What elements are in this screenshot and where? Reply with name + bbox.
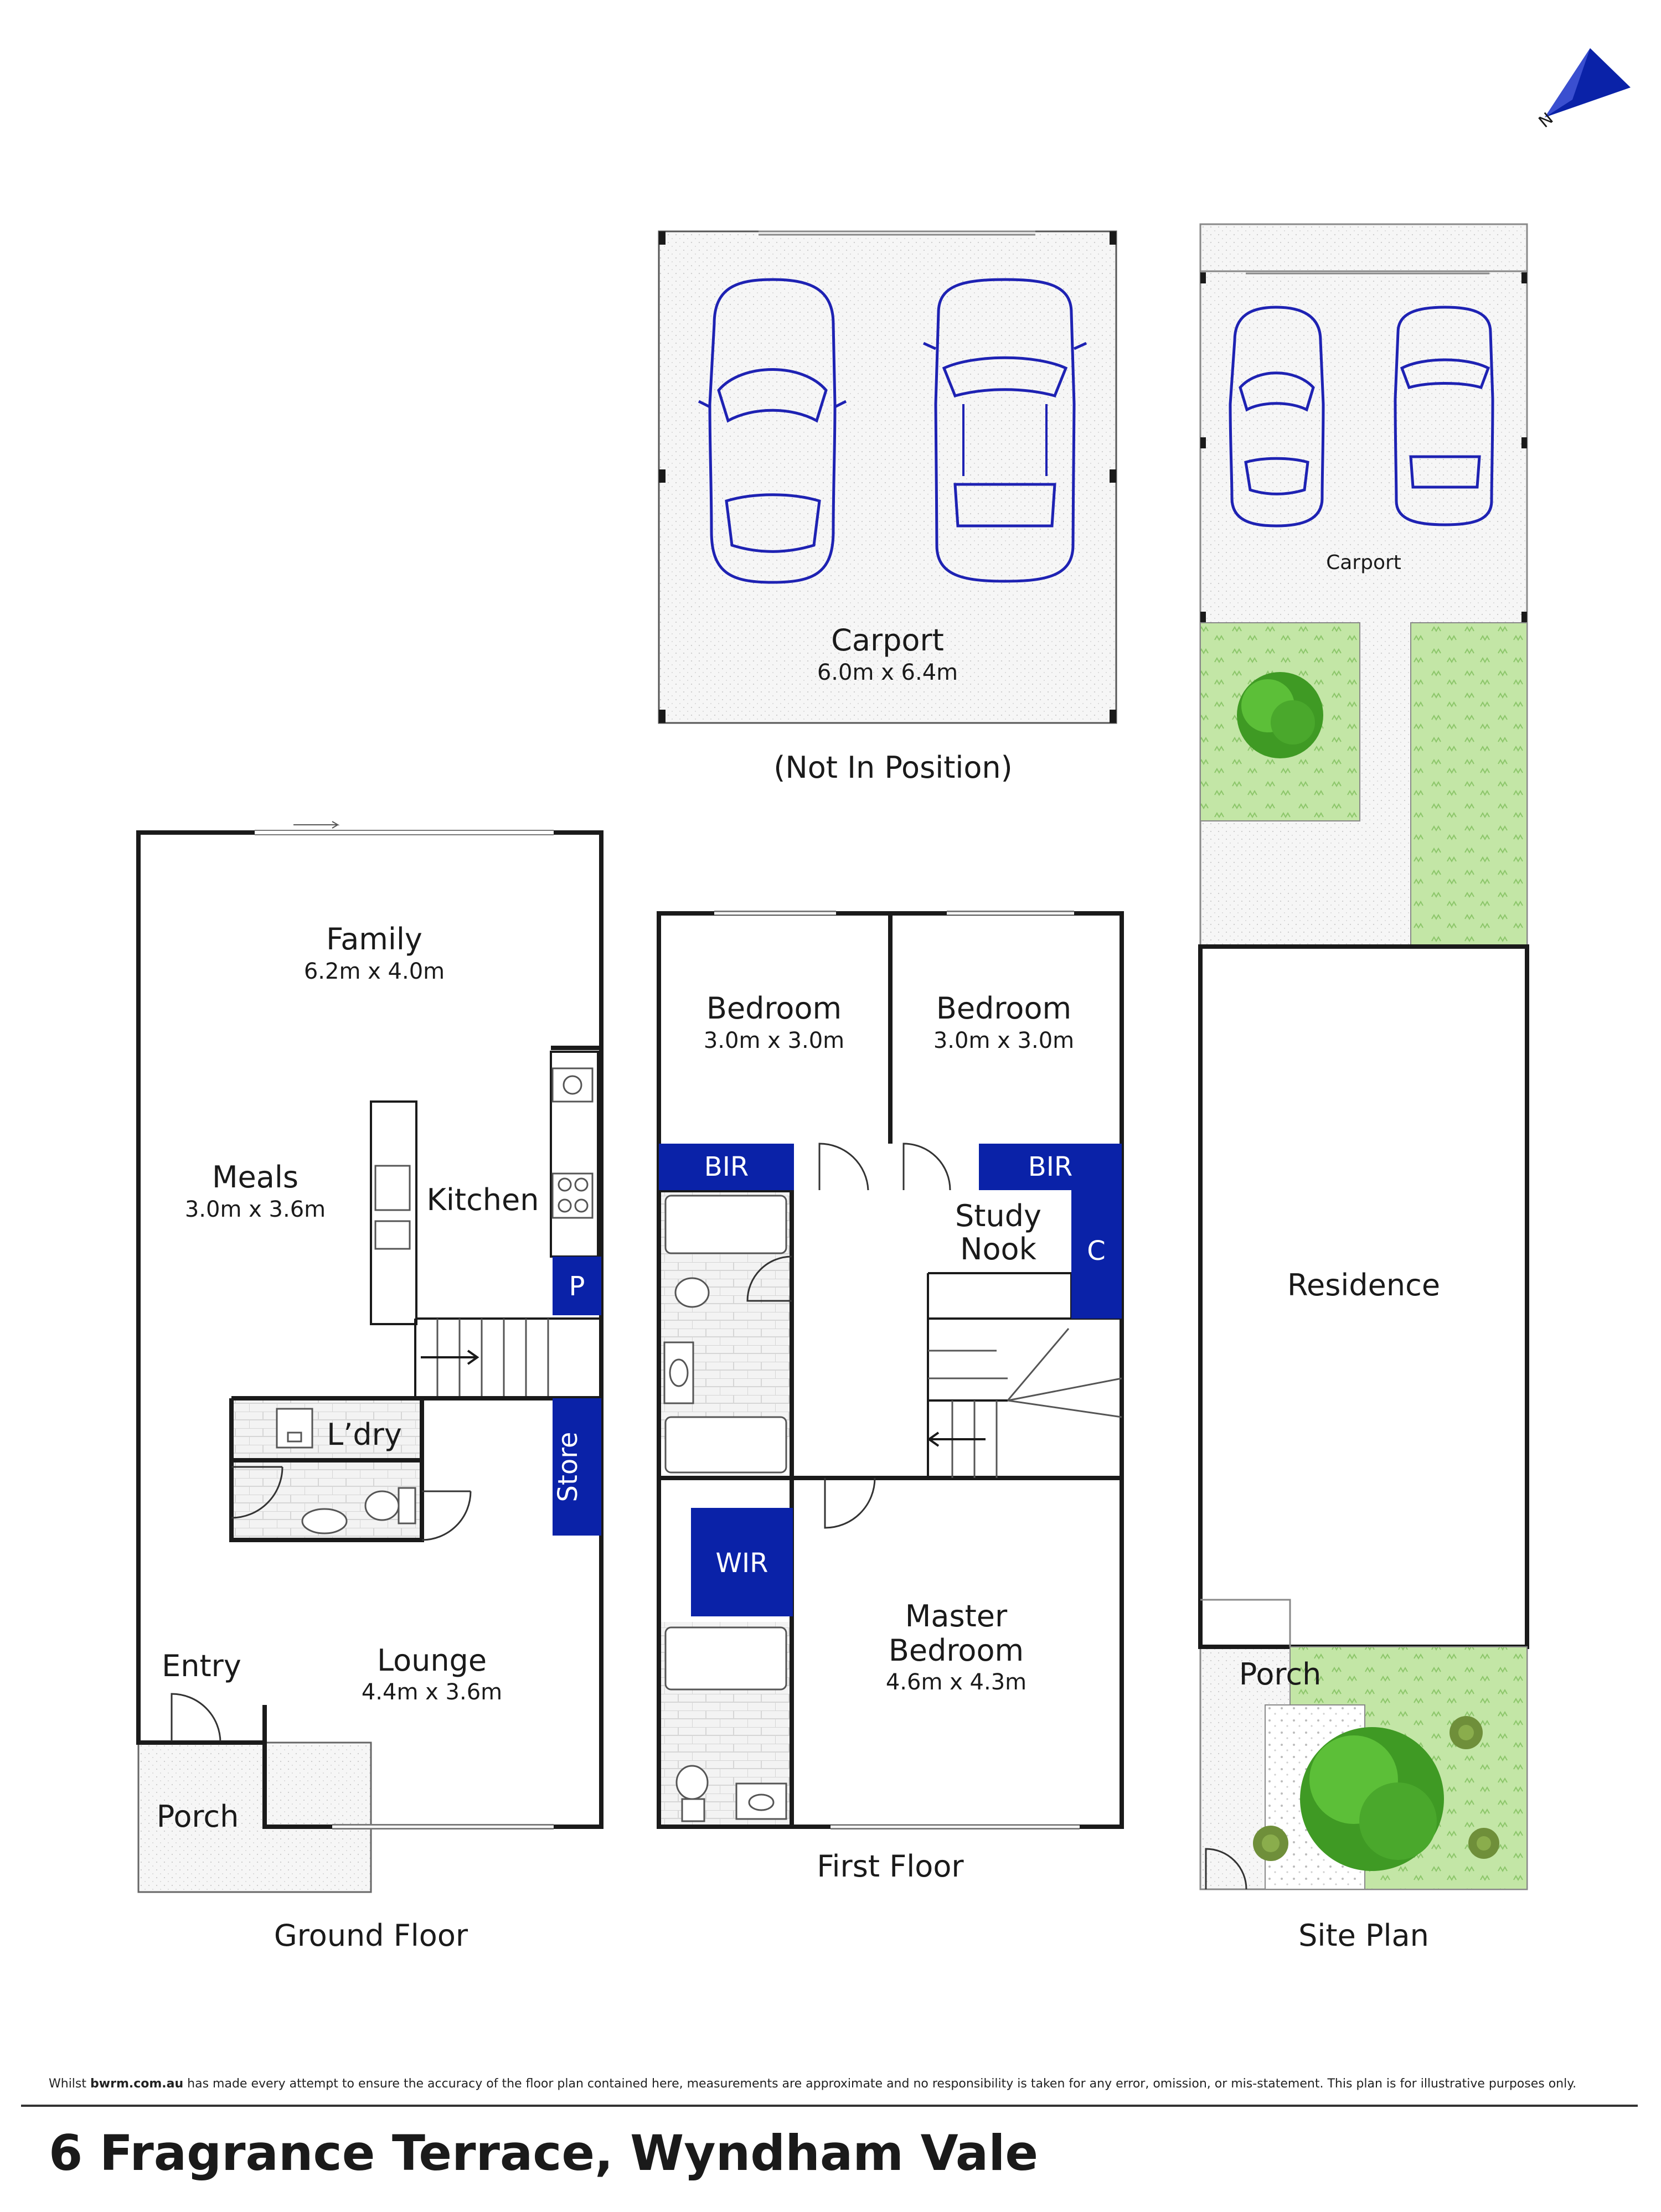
store-cupboard bbox=[553, 1398, 601, 1536]
bedroom-right-name: Bedroom bbox=[936, 991, 1071, 1026]
disclaimer-text: Whilst bwrm.com.au has made every attemp… bbox=[49, 2077, 1632, 2091]
porch-paving bbox=[137, 1741, 372, 1893]
site-plan-title: Site Plan bbox=[1298, 1918, 1429, 1953]
north-arrow-icon: N bbox=[1535, 48, 1631, 132]
site-carport-label: Carport bbox=[1326, 551, 1401, 574]
pantry-label: P bbox=[569, 1271, 585, 1302]
kitchen-name: Kitchen bbox=[427, 1182, 539, 1217]
lounge-dims: 4.4m x 3.6m bbox=[362, 1679, 502, 1705]
bir-left-cupboard bbox=[659, 1144, 794, 1190]
entry-name: Entry bbox=[162, 1648, 241, 1683]
bir-left-label: BIR bbox=[704, 1151, 749, 1182]
wir-label: WIR bbox=[716, 1548, 768, 1579]
carport-dims: 6.0m x 6.4m bbox=[817, 660, 958, 685]
pantry-cupboard bbox=[553, 1257, 601, 1315]
first-floor-plan: BIR BIR C WIR Bedroom 3.0m x 3. bbox=[657, 911, 1124, 1829]
master-bedroom-line1: Master bbox=[905, 1599, 1008, 1634]
wir-cupboard bbox=[691, 1508, 793, 1616]
disclaimer-brand-link[interactable]: bwrm.com.au bbox=[90, 2077, 184, 2091]
cupboard-label: C bbox=[1087, 1236, 1106, 1267]
family-dims: 6.2m x 4.0m bbox=[304, 959, 445, 984]
property-address: 6 Fragrance Terrace, Wyndham Vale bbox=[49, 2125, 1039, 2182]
bir-right-cupboard bbox=[979, 1144, 1122, 1190]
tree-icon bbox=[1300, 1727, 1444, 1871]
carport-name: Carport bbox=[831, 623, 944, 658]
ground-floor-plan: P Store Family 6.2m x 4.0m Meals bbox=[136, 821, 603, 1893]
laundry-name: L’dry bbox=[327, 1417, 402, 1452]
disclaimer-body: has made every attempt to ensure the acc… bbox=[187, 2077, 1577, 2091]
carport-block: Carport 6.0m x 6.4m bbox=[658, 230, 1117, 724]
car-icon bbox=[1394, 306, 1494, 526]
bedroom-left-name: Bedroom bbox=[706, 991, 842, 1026]
bedroom-left-dims: 3.0m x 3.0m bbox=[704, 1028, 844, 1053]
study-nook-line2: Nook bbox=[960, 1232, 1036, 1267]
first-floor-title: First Floor bbox=[817, 1849, 964, 1884]
tree-icon bbox=[1237, 672, 1323, 758]
ground-floor-title: Ground Floor bbox=[274, 1918, 468, 1953]
bedroom-right-dims: 3.0m x 3.0m bbox=[933, 1028, 1074, 1053]
carport-position-note: (Not In Position) bbox=[773, 750, 1012, 785]
site-plan: Carport Residence Porch bbox=[1198, 223, 1529, 1890]
master-bedroom-line2: Bedroom bbox=[889, 1633, 1024, 1668]
family-name: Family bbox=[326, 922, 422, 957]
car-icon bbox=[922, 278, 1087, 583]
footer-divider bbox=[21, 2105, 1638, 2107]
car-icon bbox=[1229, 306, 1325, 528]
store-label: Store bbox=[553, 1432, 584, 1502]
study-nook-line1: Study bbox=[955, 1198, 1041, 1233]
lounge-name: Lounge bbox=[377, 1643, 487, 1678]
site-porch-label: Porch bbox=[1239, 1657, 1322, 1692]
master-bedroom-dims: 4.6m x 4.3m bbox=[886, 1670, 1026, 1695]
bir-right-label: BIR bbox=[1028, 1151, 1072, 1182]
car-icon bbox=[698, 278, 847, 584]
porch-name: Porch bbox=[157, 1799, 239, 1834]
shrub-icon bbox=[1253, 1716, 1499, 1861]
residence-label: Residence bbox=[1287, 1268, 1440, 1303]
linen-cupboard bbox=[1071, 1190, 1122, 1319]
meals-name: Meals bbox=[212, 1160, 298, 1195]
disclaimer-prefix: Whilst bbox=[49, 2077, 87, 2091]
meals-dims: 3.0m x 3.6m bbox=[185, 1197, 326, 1222]
